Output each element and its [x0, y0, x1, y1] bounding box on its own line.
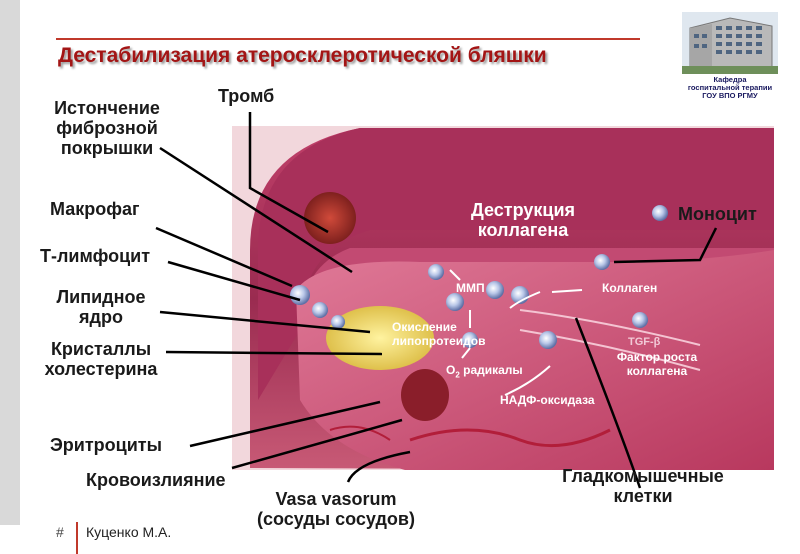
- label-erythrocytes: Эритроциты: [50, 435, 162, 455]
- label-tgf-beta: TGF-β: [628, 336, 661, 348]
- title-rule: [56, 38, 640, 40]
- label-lipoprotein-oxidation: Окисление липопротеидов: [392, 320, 486, 348]
- footer-divider: [76, 522, 78, 554]
- building-logo-icon: [682, 12, 778, 74]
- slide-number-mark: #: [56, 524, 64, 540]
- label-lipid-core: Липидное ядро: [56, 287, 146, 327]
- label-collagen: Коллаген: [602, 281, 658, 295]
- label-hemorrhage: Кровоизлияние: [86, 470, 226, 490]
- label-thrombus: Тромб: [218, 86, 275, 106]
- label-fibrous-cap-thinning: Истончение фиброзной покрышки: [54, 98, 160, 158]
- department-logo-text: Кафедра госпитальной терапии ГОУ ВПО РГМ…: [687, 75, 773, 100]
- label-t-lymphocyte: Т-лимфоцит: [40, 246, 151, 266]
- label-smooth-muscle-cells: Гладкомышечные клетки: [562, 466, 724, 506]
- label-o2-radicals: О2 радикалы: [446, 363, 523, 380]
- label-monocyte: Моноцит: [678, 204, 757, 224]
- label-macrophage: Макрофаг: [50, 199, 140, 219]
- author-footer: Куценко М.А.: [86, 524, 172, 540]
- page-title: Дестабилизация атеросклеротической бляшк…: [58, 44, 547, 67]
- label-collagen-destruction: Деструкция коллагена: [470, 200, 576, 240]
- label-mmp: ММП: [456, 281, 485, 295]
- label-cholesterol-crystals: Кристаллы холестерина: [44, 339, 158, 379]
- label-vasa-vasorum: Vasa vasorum (сосуды сосудов): [257, 489, 415, 529]
- label-collagen-growth-factor: Фактор роста коллагена: [616, 350, 698, 378]
- label-nadph-oxidase: НАДФ-оксидаза: [500, 393, 595, 407]
- left-sidebar-strip: [0, 0, 20, 525]
